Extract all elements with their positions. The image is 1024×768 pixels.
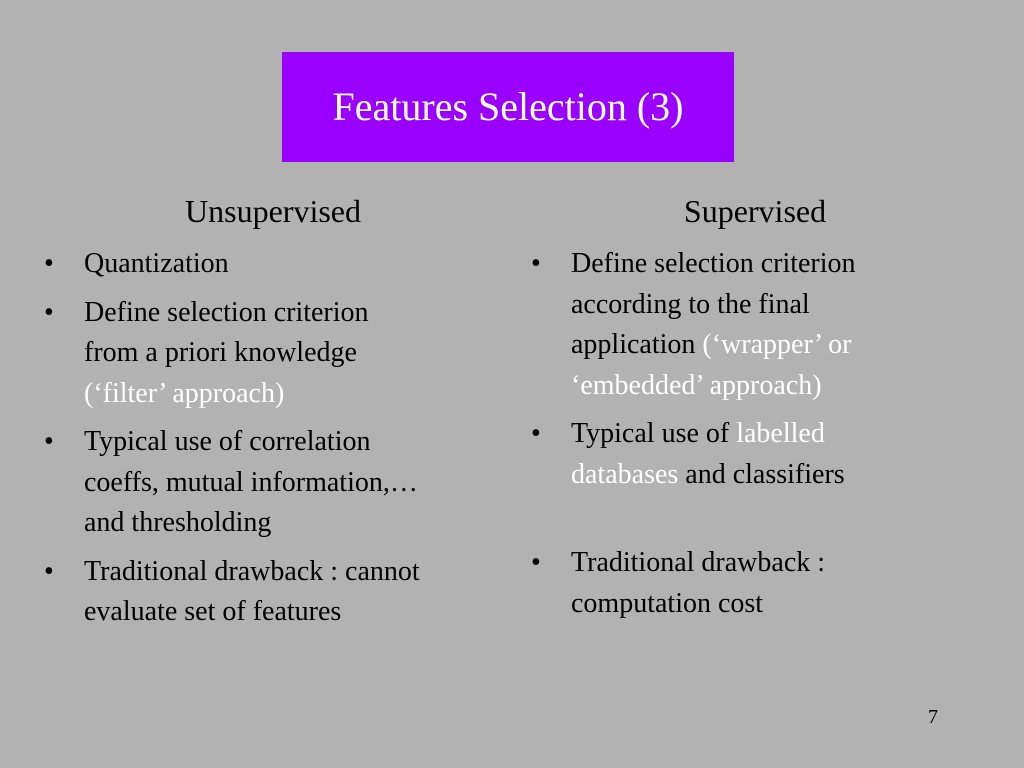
- list-item: • Traditional drawback : computation cos…: [531, 543, 1001, 624]
- item-text: from a priori knowledge: [84, 337, 357, 368]
- item-highlight: labelled: [736, 418, 825, 449]
- list-item: • Define selection criterion from a prio…: [44, 293, 504, 415]
- bullet-icon: •: [44, 555, 54, 587]
- list-item: • Typical use of labelled databases and …: [531, 414, 1001, 495]
- item-text: coeffs, mutual information,…: [84, 466, 418, 498]
- bullet-icon: •: [44, 296, 54, 328]
- item-text: evaluate set of features: [84, 596, 342, 627]
- item-text: and thresholding: [84, 507, 272, 538]
- item-highlight: databases: [571, 458, 679, 490]
- supervised-list: • Define selection criterion according t…: [531, 244, 1001, 632]
- bullet-icon: •: [531, 547, 541, 578]
- unsupervised-list: • Quantization • Define selection criter…: [44, 244, 504, 641]
- item-text: Define selection criterion: [84, 296, 369, 328]
- item-text: Quantization: [84, 248, 229, 279]
- slide-title: Features Selection (3): [332, 84, 684, 129]
- item-text: application: [571, 329, 703, 360]
- item-highlight: ‘embedded’ approach): [571, 369, 822, 401]
- item-text: and classifiers: [678, 458, 845, 490]
- item-text-mixed: databases and classifiers: [571, 455, 1001, 496]
- item-highlight: (‘wrapper’ or: [702, 329, 852, 360]
- list-item: • Typical use of correlation coeffs, mut…: [44, 422, 504, 544]
- item-text: Typical use of: [571, 418, 737, 449]
- list-item: • Quantization: [44, 244, 504, 285]
- item-text: Traditional drawback : cannot: [84, 555, 420, 587]
- bullet-icon: •: [531, 418, 541, 449]
- bullet-icon: •: [44, 248, 54, 279]
- list-item: • Define selection criterion according t…: [531, 244, 1001, 406]
- bullet-icon: •: [44, 426, 54, 457]
- page-number: 7: [928, 706, 938, 728]
- heading-unsupervised: Unsupervised: [185, 193, 361, 229]
- item-text: computation cost: [571, 587, 764, 619]
- bullet-icon: •: [531, 248, 541, 279]
- title-box: Features Selection (3): [282, 52, 734, 162]
- item-highlight: (‘filter’ approach): [84, 377, 285, 409]
- item-text: Typical use of correlation: [84, 426, 371, 457]
- list-item: • Traditional drawback : cannot evaluate…: [44, 552, 504, 633]
- item-text-mixed: Typical use of labelled: [571, 414, 1001, 455]
- item-text: Traditional drawback :: [571, 547, 826, 578]
- item-text: Define selection criterion: [571, 248, 856, 279]
- heading-supervised: Supervised: [683, 193, 827, 229]
- item-text-mixed: application (‘wrapper’ or: [571, 325, 1001, 366]
- item-text: according to the final: [571, 288, 810, 320]
